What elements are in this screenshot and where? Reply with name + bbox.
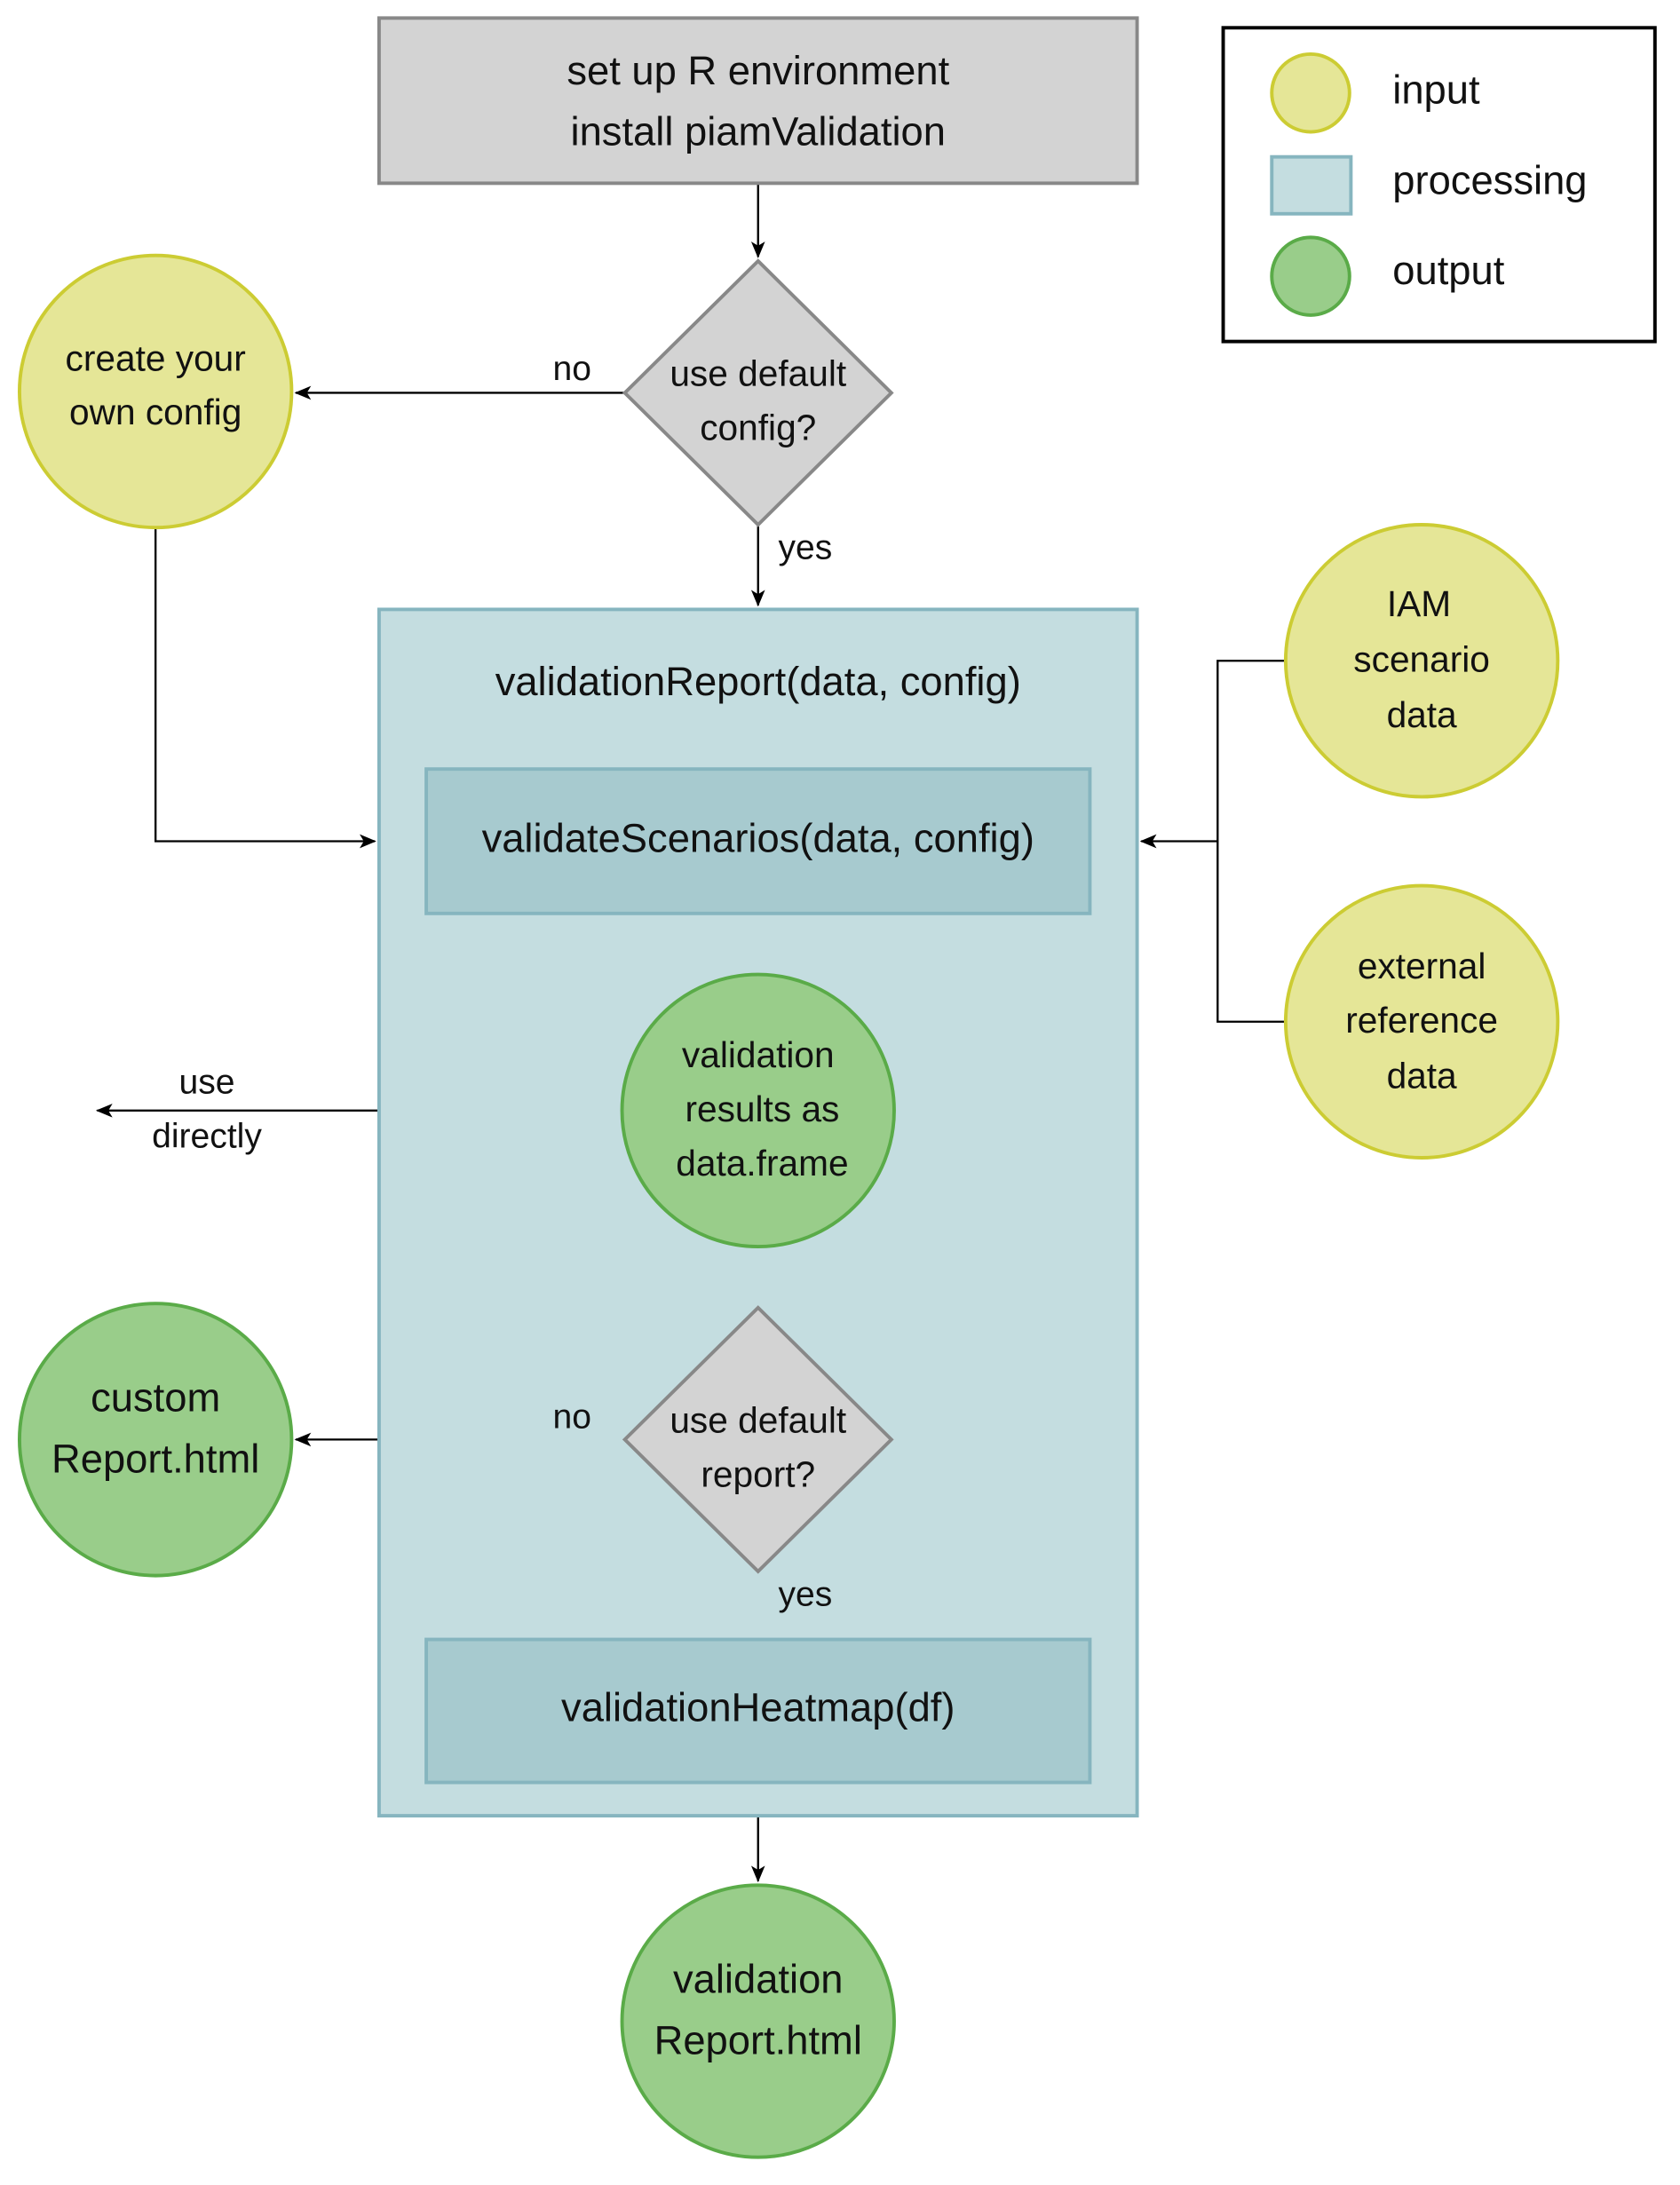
external-line2: reference — [1345, 1000, 1498, 1041]
arrow-own-config-to-report — [155, 527, 376, 849]
final-report-node: validation Report.html — [620, 1883, 896, 2159]
decision-config-yes: yes — [779, 528, 833, 566]
results-line3: data.frame — [676, 1143, 848, 1184]
legend-input-swatch — [1270, 52, 1351, 134]
legend-output-swatch — [1270, 235, 1351, 317]
validate-scenarios-box — [424, 767, 1092, 915]
data-bracket — [1216, 660, 1285, 1023]
external-node: external reference data — [1283, 883, 1560, 1160]
setup-line2: install piamValidation — [571, 109, 946, 154]
use-directly-line1: use — [179, 1063, 235, 1101]
use-directly-line2: directly — [152, 1117, 262, 1155]
iam-line3: data — [1387, 694, 1457, 735]
own-config-node: create your own config — [17, 253, 294, 530]
decision-report-line2: report? — [701, 1453, 815, 1494]
final-line2: Report.html — [654, 2018, 862, 2063]
custom-line1: custom — [91, 1375, 220, 1421]
decision-config-line1: use default — [670, 352, 846, 393]
iam-line2: scenario — [1353, 639, 1490, 680]
custom-line2: Report.html — [52, 1436, 259, 1481]
own-config-line2: own config — [69, 392, 242, 432]
report-title: validationReport(data, config) — [495, 659, 1021, 704]
legend-input-label: input — [1392, 67, 1480, 113]
custom-report-node: custom Report.html — [17, 1302, 294, 1578]
external-line3: data — [1387, 1056, 1457, 1096]
legend: input processing output — [1221, 26, 1657, 344]
decision-report-line1: use default — [670, 1399, 846, 1440]
decision-config-line2: config? — [700, 407, 816, 447]
setup-box: set up R environment install piamValidat… — [376, 16, 1139, 186]
final-line1: validation — [673, 1957, 844, 2002]
decision-config: use default config? no yes — [553, 258, 894, 566]
decision-config-no: no — [553, 350, 591, 388]
decision-report-yes: yes — [779, 1575, 833, 1613]
decision-report-no: no — [553, 1397, 591, 1436]
results-node: validation results as data.frame — [620, 972, 896, 1249]
legend-processing-label: processing — [1392, 157, 1587, 202]
decision-report: use default report? no yes — [553, 1305, 894, 1613]
results-line1: validation — [682, 1034, 835, 1075]
iam-node: IAM scenario data — [1283, 523, 1560, 799]
external-line1: external — [1358, 946, 1486, 986]
legend-output-label: output — [1392, 248, 1504, 293]
own-config-line1: create your — [66, 337, 246, 378]
results-line2: results as — [685, 1089, 839, 1129]
legend-processing-swatch — [1270, 154, 1353, 216]
heatmap-label: validationHeatmap(df) — [561, 1684, 955, 1730]
heatmap-box: validationHeatmap(df) — [424, 1637, 1092, 1785]
iam-line1: IAM — [1387, 583, 1451, 624]
validate-scenarios-label: validateScenarios(data, config) — [482, 815, 1034, 860]
setup-line1: set up R environment — [567, 48, 949, 93]
